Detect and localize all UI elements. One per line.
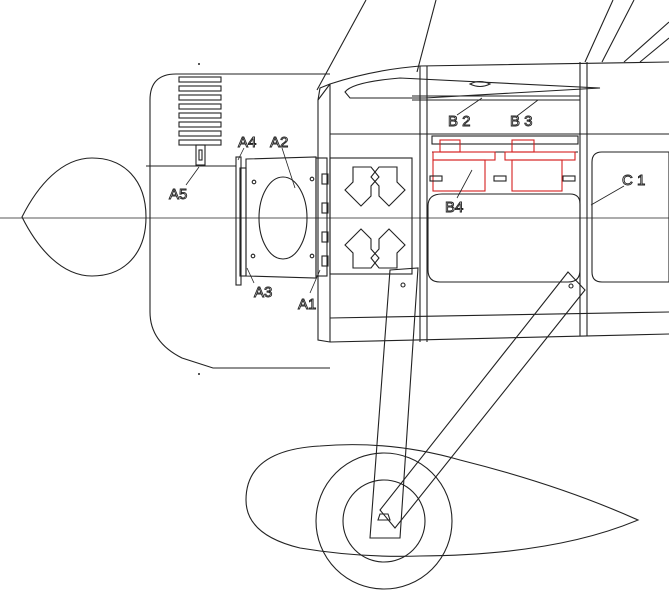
wheel-fairing	[245, 444, 640, 557]
engine-cylinder	[146, 76, 236, 167]
lightening-holes	[329, 157, 413, 275]
cowling-outline	[149, 73, 330, 369]
cowl-mark-bottom	[198, 373, 200, 375]
label-c1: C 1	[622, 172, 645, 189]
wing-airfoil	[344, 77, 601, 99]
wheel-tire	[315, 452, 453, 590]
side-window	[591, 151, 669, 283]
cowl-mark-top	[198, 63, 200, 65]
spinner	[21, 157, 147, 277]
cockpit-box	[427, 193, 581, 283]
label-b2: B 2	[448, 113, 471, 130]
leader-lines	[185, 97, 625, 294]
servo-tray-former	[431, 135, 579, 153]
wheel-hub	[342, 479, 426, 563]
fuselage-outline	[317, 61, 669, 343]
servo-right	[504, 139, 576, 192]
label-a3: A3	[254, 284, 272, 301]
wing-dowel	[468, 80, 492, 88]
label-a4: A4	[238, 134, 256, 151]
label-a2: A2	[270, 134, 288, 151]
axle	[377, 513, 391, 521]
tray-slots	[429, 175, 576, 182]
servo-left	[432, 139, 496, 192]
landing-gear	[369, 267, 586, 539]
label-b3: B 3	[510, 113, 533, 130]
label-a1: A1	[298, 296, 316, 313]
label-b4: B4	[445, 199, 463, 216]
firewall-plates	[235, 156, 329, 286]
upper-structure	[316, 0, 669, 91]
label-a5: A5	[169, 186, 187, 203]
